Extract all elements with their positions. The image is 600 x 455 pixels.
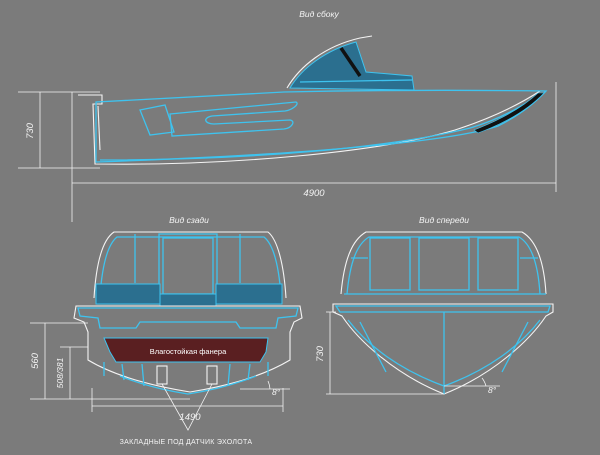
front-height-label: 730 [315, 345, 326, 362]
side-deck-contour [169, 101, 298, 137]
rear-door-inner [162, 237, 214, 295]
rear-strakes [103, 362, 269, 387]
sensor-note: ЗАКЛАДНЫЕ ПОД ДАТЧИК ЭХОЛОТА [120, 439, 253, 446]
sensor-mount-right [206, 365, 218, 385]
front-hull-outline [332, 303, 554, 395]
rear-screen-inner [99, 236, 282, 297]
rear-keel-line [119, 375, 257, 395]
front-strakes [359, 321, 529, 373]
rear-angle-label: 8° [272, 387, 281, 397]
front-screen-frame [340, 231, 547, 295]
rear-glass-left [95, 283, 161, 305]
side-windscreen-base [299, 79, 413, 83]
rear-width-label: 1490 [179, 412, 201, 423]
side-chine-line [99, 93, 541, 161]
front-pane-2 [418, 237, 470, 291]
front-screen-inner [346, 236, 541, 295]
front-pane-3 [477, 237, 519, 291]
front-view: Вид спереди 730 8° [315, 215, 554, 395]
side-hull-outline [78, 90, 541, 165]
front-pane-1 [369, 237, 411, 291]
side-hull-shape [95, 89, 548, 163]
front-view-title: Вид спереди [419, 215, 469, 225]
rear-view: Вид сзади Влагостойкая фанера 560 508/38… [30, 215, 303, 446]
rear-glass-right [215, 283, 283, 305]
side-windscreen-post [339, 47, 362, 77]
rear-height-alt-label: 508/381 [55, 357, 65, 388]
rear-height-label: 560 [30, 352, 41, 369]
rear-view-title: Вид сзади [169, 215, 209, 225]
side-height-label: 730 [25, 122, 36, 139]
front-angle-label: 8° [488, 385, 497, 395]
front-gunwale [334, 305, 551, 313]
sensor-leader-lines [161, 383, 213, 431]
side-view: Вид сбоку 730 4900 [18, 9, 557, 222]
rear-door-frame [158, 233, 218, 297]
rear-plywood-panel [103, 337, 269, 363]
rear-gunwale [77, 307, 299, 329]
rear-glass-center [159, 293, 217, 307]
rear-screen-frame [93, 231, 287, 299]
side-view-title: Вид сбоку [299, 9, 339, 19]
front-angle-arc [444, 377, 500, 387]
side-transom-line [97, 105, 101, 151]
sensor-mount-left [156, 365, 168, 385]
side-vent-left [139, 104, 175, 136]
side-windscreen-frame [286, 35, 373, 89]
rear-angle-arc [240, 380, 290, 390]
side-length-label: 4900 [303, 188, 325, 199]
side-rub-strake [473, 92, 545, 134]
rear-hull-outline [73, 305, 303, 393]
rear-plywood-label: Влагостойкая фанера [150, 347, 227, 356]
